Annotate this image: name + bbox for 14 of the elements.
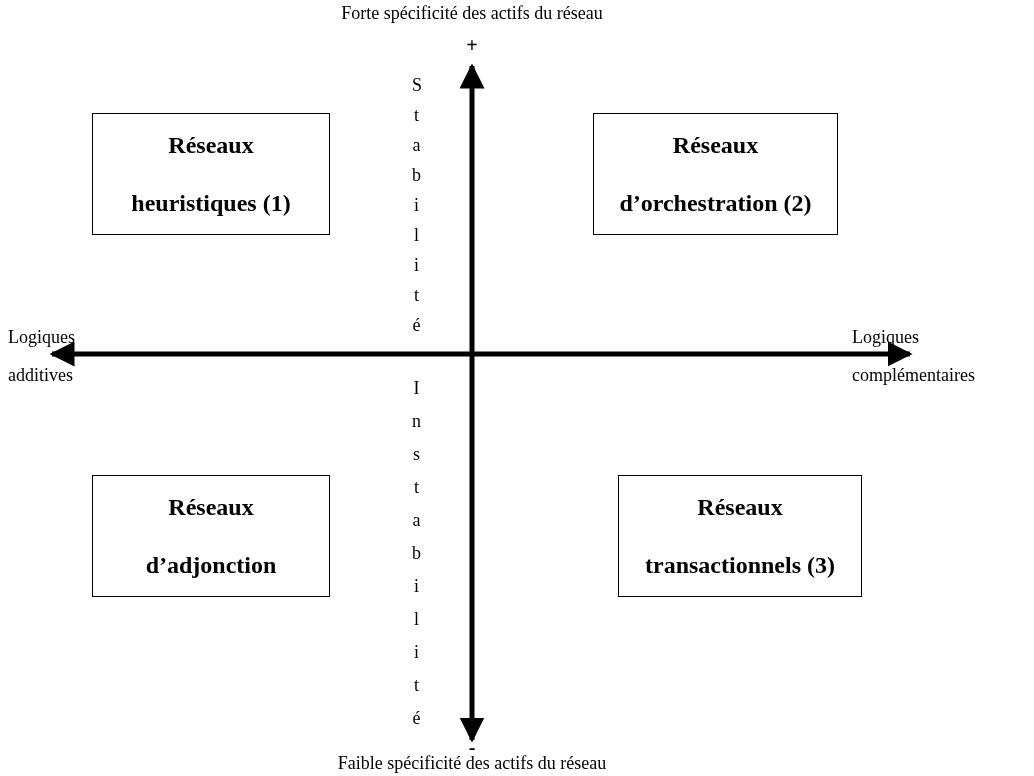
quadrant-box — [92, 113, 330, 235]
axis-label: Logiques complémentaires — [852, 326, 976, 387]
quadrant-box — [593, 113, 838, 235]
quadrant-title: Réseaux heuristiques (1) — [130, 131, 292, 218]
axis-label: Logiques additives — [8, 326, 76, 387]
quadrant-title: Réseaux transactionnels (3) — [644, 493, 836, 580]
quadrant-box — [618, 475, 862, 597]
quadrant-box — [92, 475, 330, 597]
quadrant-title: Réseaux d’orchestration (2) — [618, 131, 813, 218]
quadrant-title: Réseaux d’adjonction — [144, 493, 278, 580]
axis-label: Stabilité — [412, 74, 421, 337]
axis-label: Instabilité — [412, 377, 421, 730]
axis-title: Forte spécificité des actifs du réseau — [340, 2, 604, 24]
plus-sign: + — [465, 36, 479, 54]
